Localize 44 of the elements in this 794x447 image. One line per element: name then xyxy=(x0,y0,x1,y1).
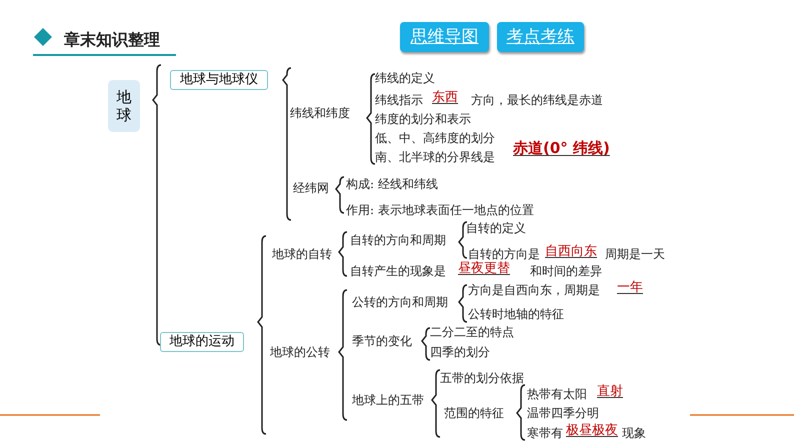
outline-text: 二分二至的特点 xyxy=(430,324,514,340)
outline-text: 地球的公转 xyxy=(270,344,330,360)
topic-box: 地球 xyxy=(108,80,140,132)
outline-text: 纬线和纬度 xyxy=(290,105,350,121)
outline-text: 自转的方向是 xyxy=(468,246,540,261)
answer-text: 昼夜更替 xyxy=(458,261,510,277)
outline-text: 公转的方向和周期 xyxy=(352,294,448,310)
outline-text: 构成: 经线和纬线 xyxy=(346,176,438,192)
outline-text: 方向是自西向东，周期是 xyxy=(468,282,600,298)
answer-text: 一年 xyxy=(617,280,643,296)
outline-text: 温带四季分明 xyxy=(527,405,599,421)
heading: 章末知识整理 xyxy=(64,32,160,48)
outline-text: 四季的划分 xyxy=(430,344,490,360)
outline-text: 地球的自转 xyxy=(272,246,332,262)
answer-text: 极昼极夜 xyxy=(566,423,618,439)
answer-text: 赤道(0° 纬线) xyxy=(513,140,610,156)
outline-text: 季节的变化 xyxy=(352,333,412,349)
outline-text: 地球上的五带 xyxy=(352,392,424,408)
outline-text: 自转产生的现象是 xyxy=(350,263,446,279)
outline-text: 自转的方向和周期 xyxy=(350,232,446,248)
outline-text: 热带有太阳 xyxy=(527,386,587,402)
link-button: 思维导图 xyxy=(400,22,489,52)
topic-box: 地球与地球仪 xyxy=(170,70,268,90)
outline-text: 和时间的差异 xyxy=(530,263,602,279)
outline-text: 南、北半球的分界线是 xyxy=(375,149,495,165)
outline-text: 方向，最长的纬线是赤道 xyxy=(471,92,603,108)
outline-text: 公转时地轴的特征 xyxy=(468,306,564,322)
outline-text: 寒带有 xyxy=(527,425,563,441)
outline-text: 五带的划分依据 xyxy=(440,370,524,386)
outline-text: 自转的定义 xyxy=(466,220,526,236)
outline-text: 作用: 表示地球表面任一地点的位置 xyxy=(346,202,534,218)
outline-text: 纬度的划分和表示 xyxy=(375,111,471,127)
outline-text: 纬线的定义 xyxy=(375,70,435,86)
outline-text: 纬线指示 xyxy=(375,92,423,108)
answer-text: 自西向东 xyxy=(545,244,597,260)
outline-text: 现象 xyxy=(622,425,646,441)
topic-box: 地球的运动 xyxy=(160,332,244,352)
outline-text: 经纬网 xyxy=(293,180,329,196)
answer-text: 东西 xyxy=(432,90,458,106)
outline-text: 范围的特征 xyxy=(444,405,504,421)
link-button: 考点考练 xyxy=(497,22,584,52)
outline-text: 低、中、高纬度的划分 xyxy=(375,130,495,146)
outline-text: 周期是一天 xyxy=(605,246,665,262)
answer-text: 直射 xyxy=(597,384,623,400)
